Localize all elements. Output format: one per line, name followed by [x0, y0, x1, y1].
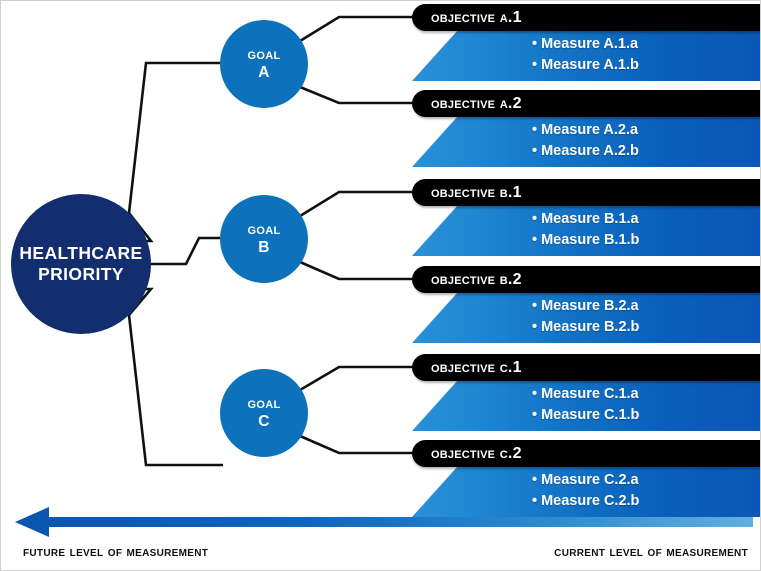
connector-root-goal-c	[127, 287, 223, 467]
measure-list-a2: •Measure A.2.a •Measure A.2.b	[532, 120, 639, 162]
left-arrow-icon	[15, 507, 753, 537]
healthcare-priority-node[interactable]: Healthcare Priority	[11, 194, 151, 334]
objective-bar-a2[interactable]: Objective A.2	[412, 90, 760, 117]
measure-text: Measure A.1.a	[541, 36, 639, 52]
objective-bar-b2[interactable]: Objective B.2	[412, 266, 760, 293]
goal-a-letter: A	[258, 64, 270, 82]
bullet-icon: •	[532, 211, 538, 227]
measure-item[interactable]: •Measure B.1.b	[532, 230, 639, 251]
connector-root-goal-b	[146, 236, 223, 266]
objective-label-c1: Objective C.1	[431, 358, 522, 376]
objective-label-a2: Objective A.2	[431, 94, 522, 112]
measure-item[interactable]: •Measure C.2.b	[532, 491, 639, 512]
bullet-icon: •	[532, 232, 538, 248]
measure-text: Measure C.1.b	[541, 407, 640, 423]
objective-bar-c1[interactable]: Objective C.1	[412, 354, 760, 381]
connector-root-goal-a	[127, 61, 223, 243]
measure-item[interactable]: •Measure A.2.a	[532, 120, 639, 141]
measure-item[interactable]: •Measure A.1.b	[532, 55, 639, 76]
objective-label-b2: Objective B.2	[431, 270, 522, 288]
priority-title-line1: Healthcare	[19, 242, 143, 263]
measure-text: Measure B.2.a	[541, 298, 639, 314]
objective-label-a1: Objective A.1	[431, 8, 522, 26]
measure-text: Measure B.1.a	[541, 211, 639, 227]
measure-block-b2: •Measure B.2.a •Measure B.2.b	[412, 292, 760, 343]
objective-bar-a1[interactable]: Objective A.1	[412, 4, 760, 31]
bullet-icon: •	[532, 386, 538, 402]
bullet-icon: •	[532, 407, 538, 423]
goal-node-a[interactable]: Goal A	[220, 20, 308, 108]
footer-label-future: Future level of measurement	[23, 544, 209, 560]
objective-label-c2: Objective C.2	[431, 444, 522, 462]
bullet-icon: •	[532, 57, 538, 73]
connector-root-to-goal-a	[121, 63, 221, 236]
goal-c-letter: C	[258, 413, 270, 431]
objective-group-b2: Objective B.2 •Measure B.2.a •Measure B.…	[412, 266, 760, 343]
measure-text: Measure C.2.b	[541, 493, 640, 509]
objective-group-a1: Objective A.1 •Measure A.1.a •Measure A.…	[412, 4, 760, 81]
measure-list-b1: •Measure B.1.a •Measure B.1.b	[532, 209, 639, 251]
connector-goal-a-obj-1	[299, 15, 413, 43]
measure-item[interactable]: •Measure B.1.a	[532, 209, 639, 230]
measure-list-a1: •Measure A.1.a •Measure A.1.b	[532, 34, 639, 76]
connector-goal-b-obj-1	[299, 190, 413, 218]
goal-c-word: Goal	[247, 395, 281, 413]
goal-node-c[interactable]: Goal C	[220, 369, 308, 457]
measure-text: Measure A.2.a	[541, 122, 639, 138]
measure-list-c1: •Measure C.1.a •Measure C.1.b	[532, 384, 639, 426]
measure-block-a1: •Measure A.1.a •Measure A.1.b	[412, 30, 760, 81]
goal-b-letter: B	[258, 239, 270, 257]
measure-text: Measure A.1.b	[541, 57, 639, 73]
goal-b-word: Goal	[247, 221, 281, 239]
measure-item[interactable]: •Measure C.2.a	[532, 470, 639, 491]
objective-group-c1: Objective C.1 •Measure C.1.a •Measure C.…	[412, 354, 760, 431]
connector-goal-c-obj-2	[299, 434, 413, 455]
measurement-direction-arrow	[15, 506, 753, 538]
objective-group-a2: Objective A.2 •Measure A.2.a •Measure A.…	[412, 90, 760, 167]
measure-item[interactable]: •Measure B.2.b	[532, 317, 639, 338]
measure-block-b1: •Measure B.1.a •Measure B.1.b	[412, 205, 760, 256]
bullet-icon: •	[532, 298, 538, 314]
bullet-icon: •	[532, 319, 538, 335]
bullet-icon: •	[532, 36, 538, 52]
bullet-icon: •	[532, 493, 538, 509]
bullet-icon: •	[532, 143, 538, 159]
measure-text: Measure B.1.b	[541, 232, 640, 248]
measure-text: Measure A.2.b	[541, 143, 639, 159]
goal-node-b[interactable]: Goal B	[220, 195, 308, 283]
measure-text: Measure B.2.b	[541, 319, 640, 335]
measure-block-c1: •Measure C.1.a •Measure C.1.b	[412, 380, 760, 431]
measure-item[interactable]: •Measure C.1.a	[532, 384, 639, 405]
measure-item[interactable]: •Measure A.2.b	[532, 141, 639, 162]
measure-item[interactable]: •Measure A.1.a	[532, 34, 639, 55]
objective-group-c2: Objective C.2 •Measure C.2.a •Measure C.…	[412, 440, 760, 517]
objective-bar-b1[interactable]: Objective B.1	[412, 179, 760, 206]
measure-list-b2: •Measure B.2.a •Measure B.2.b	[532, 296, 639, 338]
measure-list-c2: •Measure C.2.a •Measure C.2.b	[532, 470, 639, 512]
measure-item[interactable]: •Measure C.1.b	[532, 405, 639, 426]
measure-text: Measure C.1.a	[541, 386, 639, 402]
measure-block-a2: •Measure A.2.a •Measure A.2.b	[412, 116, 760, 167]
connector-goal-a-obj-2	[299, 85, 413, 105]
measure-item[interactable]: •Measure B.2.a	[532, 296, 639, 317]
goal-a-word: Goal	[247, 46, 281, 64]
bullet-icon: •	[532, 122, 538, 138]
bullet-icon: •	[532, 472, 538, 488]
connector-goal-c-obj-1	[299, 365, 413, 392]
connector-goal-b-obj-2	[299, 260, 413, 281]
objective-group-b1: Objective B.1 •Measure B.1.a •Measure B.…	[412, 179, 760, 256]
objective-bar-c2[interactable]: Objective C.2	[412, 440, 760, 467]
footer-label-current: Current level of measurement	[554, 544, 748, 560]
priority-title-line2: Priority	[38, 264, 124, 284]
measure-block-c2: •Measure C.2.a •Measure C.2.b	[412, 466, 760, 517]
objective-label-b1: Objective B.1	[431, 183, 522, 201]
measure-text: Measure C.2.a	[541, 472, 639, 488]
